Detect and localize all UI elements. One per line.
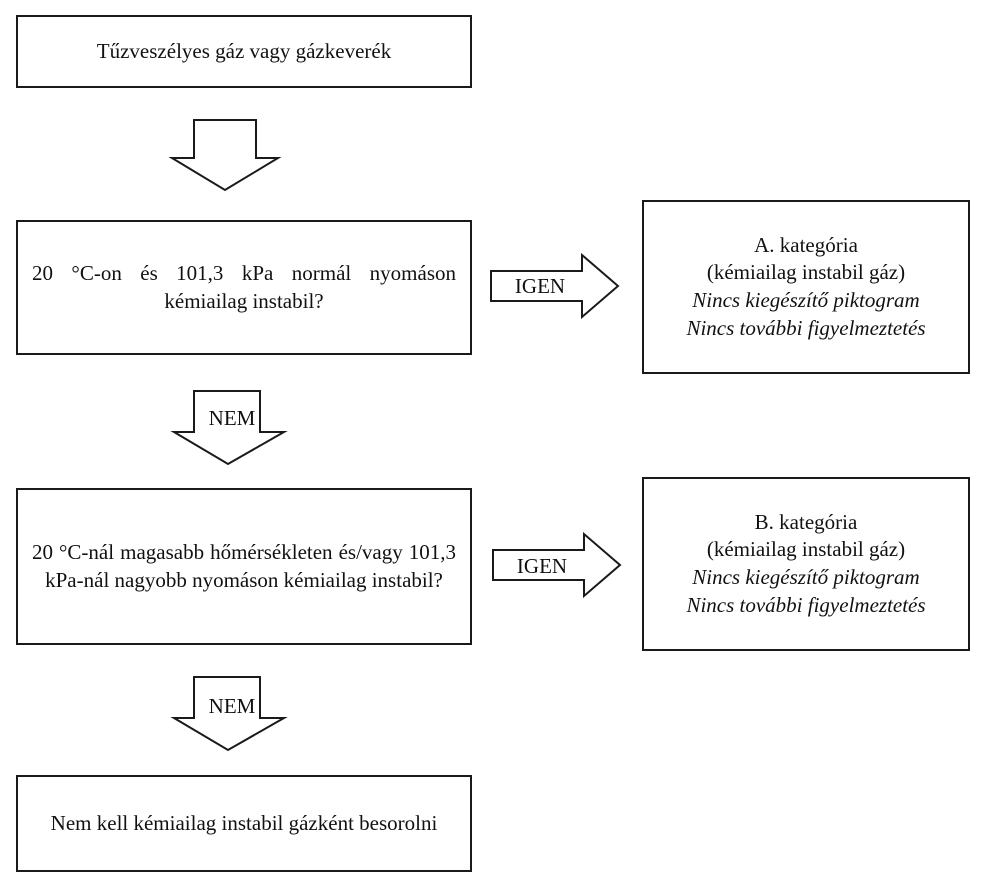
question-1-node: 20 °C-on és 101,3 kPa normál nyomáson ké… — [16, 220, 472, 355]
category-b-title: B. kategória — [754, 509, 858, 534]
down-arrow-no-1 — [170, 390, 288, 466]
category-b-node: B. kategória (kémiailag instabil gáz) Ni… — [642, 477, 970, 651]
category-a-warning: Nincs további figyelmeztetés — [686, 315, 926, 340]
no-label-1: NEM — [208, 406, 256, 430]
yes-label-2: IGEN — [516, 554, 568, 578]
start-node: Tűzveszélyes gáz vagy gázkeverék — [16, 15, 472, 88]
question-2-node: 20 °C-nál magasabb hőmérsékleten és/vagy… — [16, 488, 472, 645]
category-a-subtitle: (kémiailag instabil gáz) — [706, 260, 906, 285]
category-a-title: A. kategória — [754, 232, 858, 257]
category-a-node: A. kategória (kémiailag instabil gáz) Ni… — [642, 200, 970, 374]
question-2-text: 20 °C-nál magasabb hőmérsékleten és/vagy… — [32, 539, 456, 592]
category-b-pictogram: Nincs kiegészítő piktogram — [692, 565, 920, 589]
down-arrow-1 — [168, 119, 282, 192]
down-arrow-no-2 — [170, 676, 288, 752]
category-a-pictogram: Nincs kiegészítő piktogram — [692, 288, 920, 312]
yes-label-1: IGEN — [514, 274, 566, 298]
end-node: Nem kell kémiailag instabil gázként beso… — [16, 775, 472, 872]
end-node-text: Nem kell kémiailag instabil gázként beso… — [50, 810, 438, 835]
right-arrow-yes-2 — [492, 531, 622, 599]
no-label-2: NEM — [208, 694, 256, 718]
category-b-subtitle: (kémiailag instabil gáz) — [706, 537, 906, 562]
start-node-text: Tűzveszélyes gáz vagy gázkeverék — [96, 38, 392, 63]
question-1-text: 20 °C-on és 101,3 kPa normál nyomáson ké… — [32, 260, 456, 313]
category-b-warning: Nincs további figyelmeztetés — [686, 592, 926, 617]
right-arrow-yes-1 — [490, 252, 620, 320]
